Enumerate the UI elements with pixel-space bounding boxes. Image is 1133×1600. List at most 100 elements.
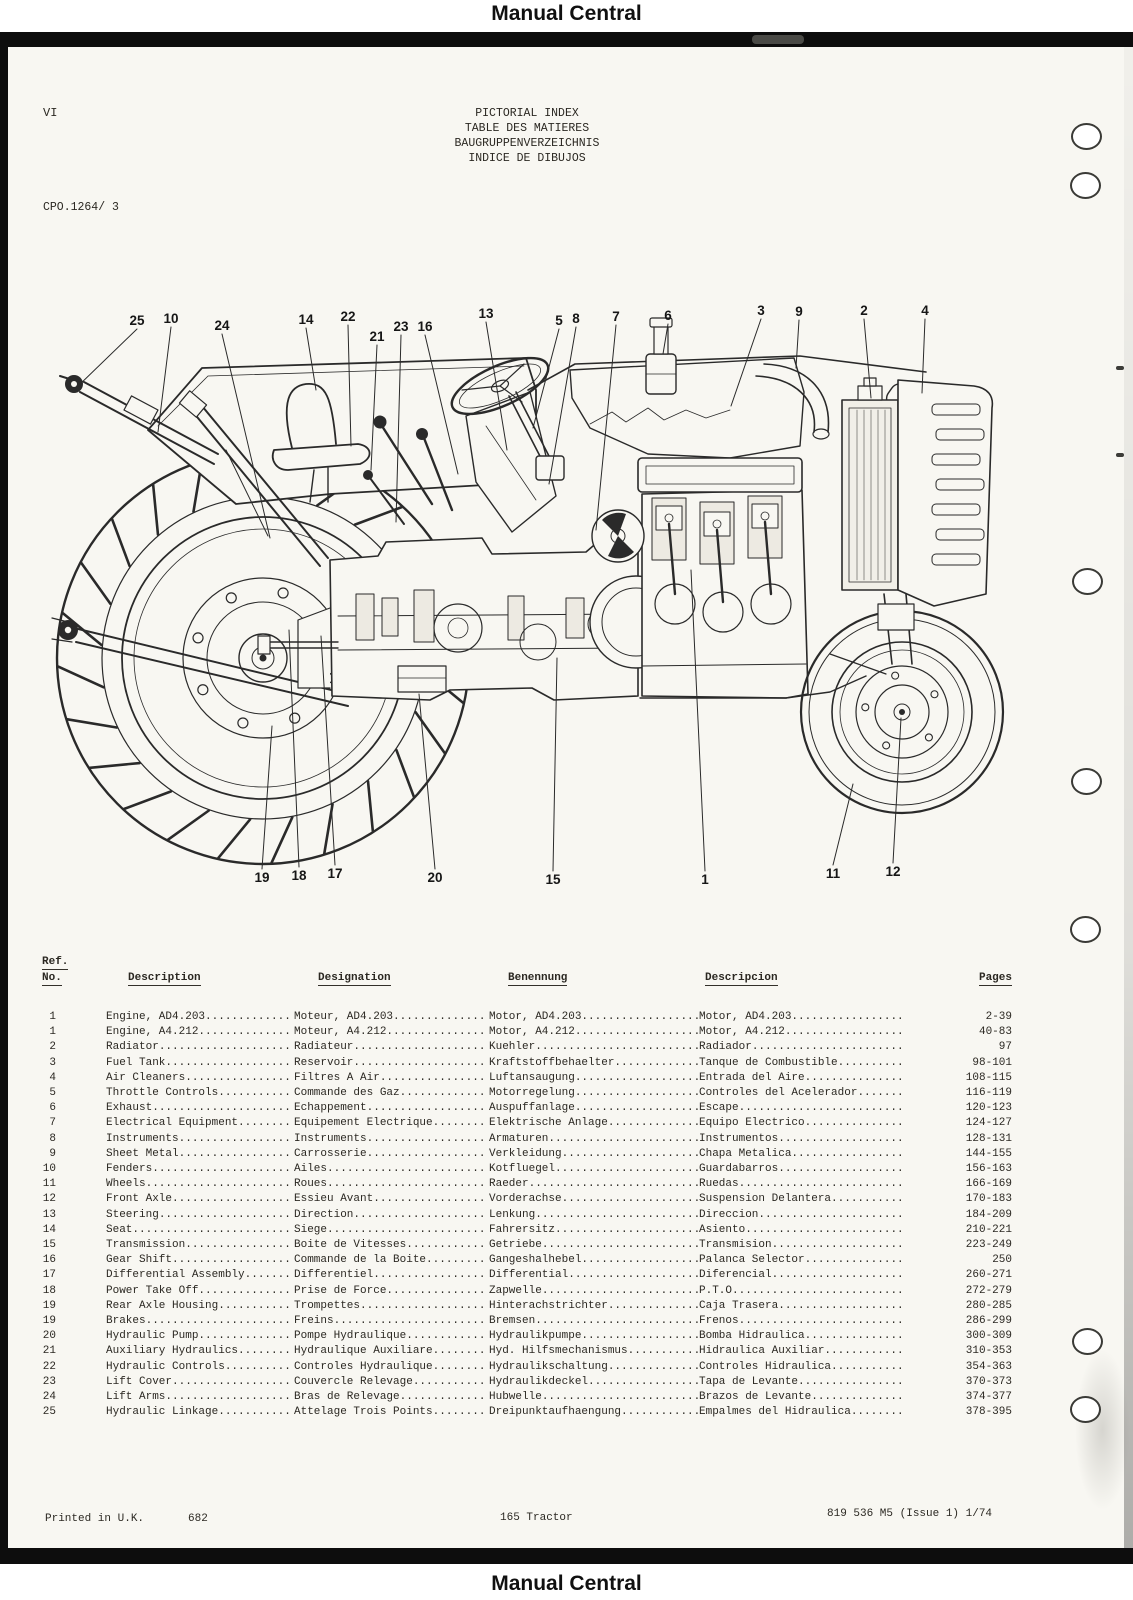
- dot-leader: ........................................…: [353, 1041, 488, 1054]
- cell-description: Instruments.............................…: [106, 1132, 293, 1147]
- cell-descripcion: Ruedas..................................…: [699, 1177, 905, 1192]
- dot-leader: ........................................…: [399, 1391, 488, 1403]
- cell-designation: Hydraulique Auxiliare...................…: [294, 1344, 488, 1359]
- cell-designation: Filtres A Air...........................…: [294, 1071, 488, 1086]
- dot-leader: ........................................…: [432, 1360, 488, 1373]
- cell-descripcion: Caja Trasera............................…: [699, 1299, 905, 1314]
- footer-printed: Printed in U.K.: [45, 1513, 145, 1525]
- cell-benennung: Elektrische Anlage......................…: [489, 1116, 698, 1131]
- scan-blotch: [1075, 1350, 1130, 1510]
- cell-ref-no: 13: [42, 1208, 56, 1221]
- cell-pages: 98-101: [972, 1056, 1012, 1069]
- exhaust: [645, 317, 677, 395]
- dot-leader: ........................................…: [850, 1406, 905, 1419]
- cell-descripcion: Tapa de Levante.........................…: [699, 1375, 905, 1390]
- cell-designation: Attelage Trois Points...................…: [294, 1405, 488, 1420]
- callout-number: 2: [860, 303, 868, 318]
- cell-pages: 116-119: [965, 1087, 1012, 1099]
- callout-number: 25: [129, 313, 145, 328]
- cell-pages: 184-209: [965, 1208, 1012, 1221]
- table-row: 14Seat..................................…: [40, 1223, 1012, 1238]
- dot-leader: ........................................…: [165, 1391, 293, 1403]
- cell-descripcion: Controles del Acelerador................…: [699, 1086, 905, 1101]
- cell-descripcion: Instrumentos............................…: [699, 1132, 905, 1147]
- cell-descripcion: Chapa Metalica..........................…: [699, 1147, 905, 1162]
- cell-designation: Equipement Electrique...................…: [294, 1116, 488, 1131]
- dot-leader: ........................................…: [360, 1299, 488, 1312]
- cell-designation: Controles Hydraulique...................…: [294, 1360, 488, 1375]
- chassis-line: [639, 675, 867, 699]
- dot-leader: ........................................…: [132, 1223, 293, 1236]
- cell-description: Steering................................…: [106, 1208, 293, 1223]
- dot-leader: ........................................…: [758, 1208, 905, 1221]
- cell-benennung: Raeder..................................…: [489, 1177, 698, 1192]
- dot-leader: ........................................…: [528, 1178, 698, 1191]
- dot-leader: ........................................…: [172, 1254, 293, 1267]
- doc-ref: CPO.1264/ 3: [43, 201, 119, 214]
- table-row: 15Transmission..........................…: [40, 1238, 1012, 1253]
- cell-descripcion: Suspension Delantera....................…: [699, 1192, 905, 1207]
- cell-ref-no: 8: [49, 1132, 56, 1145]
- punch-hole: [1071, 123, 1102, 150]
- scan-mark: [1116, 366, 1124, 370]
- dot-leader: ........................................…: [738, 1178, 905, 1191]
- cell-designation: Boite de Vitesses.......................…: [294, 1238, 488, 1253]
- dot-leader: ........................................…: [218, 1087, 293, 1099]
- callout-number: 7: [612, 309, 620, 324]
- cell-description: Gear Shift..............................…: [106, 1253, 293, 1268]
- cell-designation: Siege...................................…: [294, 1223, 488, 1238]
- col-header-ref: Ref.: [42, 956, 69, 970]
- leader-lines: [75, 318, 926, 872]
- dot-leader: ........................................…: [535, 1315, 698, 1327]
- dot-leader: ........................................…: [224, 1360, 293, 1373]
- cell-description: Transmission............................…: [106, 1238, 293, 1253]
- scan-smudge: [752, 35, 804, 44]
- dot-leader: ........................................…: [386, 1284, 488, 1297]
- dot-leader: ........................................…: [158, 1041, 293, 1054]
- cell-descripcion: Empalmes del Hidraulica.................…: [699, 1405, 905, 1420]
- dot-leader: ........................................…: [327, 1163, 488, 1175]
- callout-number: 6: [664, 308, 672, 323]
- cell-description: Power Take Off..........................…: [106, 1284, 293, 1299]
- dot-leader: ........................................…: [541, 1284, 698, 1297]
- transmission: [257, 537, 639, 701]
- engine: [637, 457, 809, 699]
- cell-ref-no: 24: [42, 1391, 56, 1403]
- cell-description: Differential Assembly...................…: [106, 1268, 293, 1283]
- cell-benennung: Bremsen.................................…: [489, 1314, 698, 1329]
- callout-number: 20: [427, 870, 443, 885]
- cell-ref-no: 23: [42, 1375, 56, 1388]
- cell-description: Fenders.................................…: [106, 1162, 293, 1177]
- cell-description: Sheet Metal.............................…: [106, 1147, 293, 1162]
- callout-number: 19: [254, 870, 270, 885]
- cell-pages: 280-285: [965, 1299, 1012, 1312]
- callout-number: 24: [214, 318, 230, 333]
- dot-leader: ........................................…: [568, 1269, 698, 1282]
- cell-designation: Couvercle Relevage......................…: [294, 1375, 488, 1390]
- punch-hole: [1071, 768, 1102, 795]
- paper-page: [8, 47, 1133, 1548]
- cell-designation: Commande des Gaz........................…: [294, 1086, 488, 1101]
- cell-descripcion: P.T.O...................................…: [699, 1284, 905, 1299]
- footer-doc-id: 819 536 M5 (Issue 1) 1/74: [827, 1508, 993, 1520]
- cell-pages: 144-155: [965, 1147, 1012, 1160]
- cell-descripcion: Hidraulica Auxiliar.....................…: [699, 1344, 905, 1359]
- cell-benennung: Dreipunktaufhaengung....................…: [489, 1405, 698, 1420]
- cell-designation: Direction...............................…: [294, 1208, 488, 1223]
- dot-leader: ........................................…: [778, 1132, 905, 1145]
- steering-wheel: [450, 356, 565, 481]
- dot-leader: ........................................…: [373, 1193, 488, 1206]
- cell-designation: Bras de Relevage........................…: [294, 1390, 488, 1405]
- title-line: PICTORIAL INDEX: [475, 107, 579, 120]
- dot-leader: ........................................…: [588, 1375, 698, 1388]
- dot-leader: ........................................…: [857, 1087, 905, 1099]
- radiator: [841, 377, 899, 591]
- cell-designation: Instruments.............................…: [294, 1132, 488, 1147]
- footer-model: 165 Tractor: [500, 1512, 573, 1524]
- dot-leader: ........................................…: [548, 1132, 698, 1145]
- callout-number: 14: [298, 312, 314, 327]
- cell-description: Lift Cover..............................…: [106, 1375, 293, 1390]
